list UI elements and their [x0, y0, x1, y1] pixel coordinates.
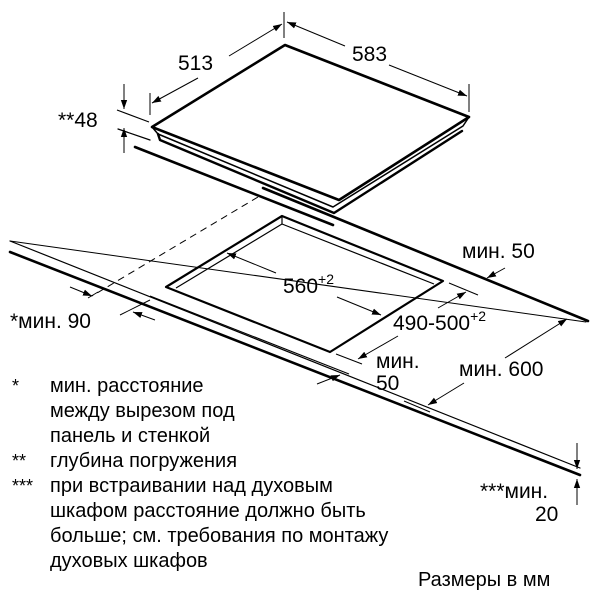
dim-front-clearance: [316, 374, 341, 385]
cutout-depth-tolerance: +2: [470, 308, 486, 324]
front-clearance-label: мин.: [376, 350, 420, 373]
units-caption: Размеры в мм: [418, 569, 550, 591]
note-3-line-1: при встраивании над духовым: [50, 475, 333, 497]
note-3-line-2: шкафом расстояние должно быть: [50, 500, 366, 522]
footnotes: * мин. расстояние между вырезом под пане…: [12, 375, 388, 572]
hob-width-label: 583: [352, 43, 387, 66]
dim-rear-clearance: [486, 267, 506, 279]
cutout-width-label: 560+2: [283, 271, 334, 298]
dim-side-clearance: [69, 286, 156, 321]
hob-depth-label: 513: [178, 52, 213, 75]
note-1-line-3: панель и стенкой: [50, 425, 210, 447]
dim-cutout-width: [226, 252, 382, 316]
dim-cutout-depth: [335, 282, 479, 365]
dim-hob-width: [286, 21, 470, 112]
cutout-depth-label: 490-500+2: [393, 308, 486, 335]
note-3-line-3: больше; см. требования по монтажу: [50, 525, 388, 547]
note-3-mark: ***: [12, 476, 33, 496]
projection-line: [91, 196, 259, 297]
worktop-depth-label: мин. 600: [459, 358, 543, 381]
note-2-mark: **: [12, 451, 26, 471]
oven-clearance-label: ***мин.: [480, 480, 548, 503]
note-3-line-4: духовых шкафов: [50, 550, 208, 572]
oven-clearance-value: 20: [535, 503, 558, 526]
cutout-outline: [149, 214, 445, 375]
note-1-line-2: между вырезом под: [50, 400, 235, 422]
dim-hob-depth: [149, 12, 285, 115]
rear-clearance-label: мин. 50: [462, 240, 535, 263]
dim-worktop-depth: [403, 318, 568, 413]
worktop: [9, 240, 587, 323]
note-1-line-1: мин. расстояние: [50, 375, 204, 397]
cutout-width-tolerance: +2: [318, 271, 334, 287]
hob-outline: [117, 43, 471, 227]
dim-insertion-depth: [116, 84, 150, 153]
note-1-mark: *: [12, 376, 19, 396]
worktop-edges: [8, 186, 590, 477]
front-clearance-value: 50: [376, 372, 399, 395]
insertion-depth-label: **48: [58, 109, 98, 132]
note-2-line-1: глубина погружения: [50, 450, 237, 472]
side-clearance-label: *мин. 90: [10, 310, 91, 333]
